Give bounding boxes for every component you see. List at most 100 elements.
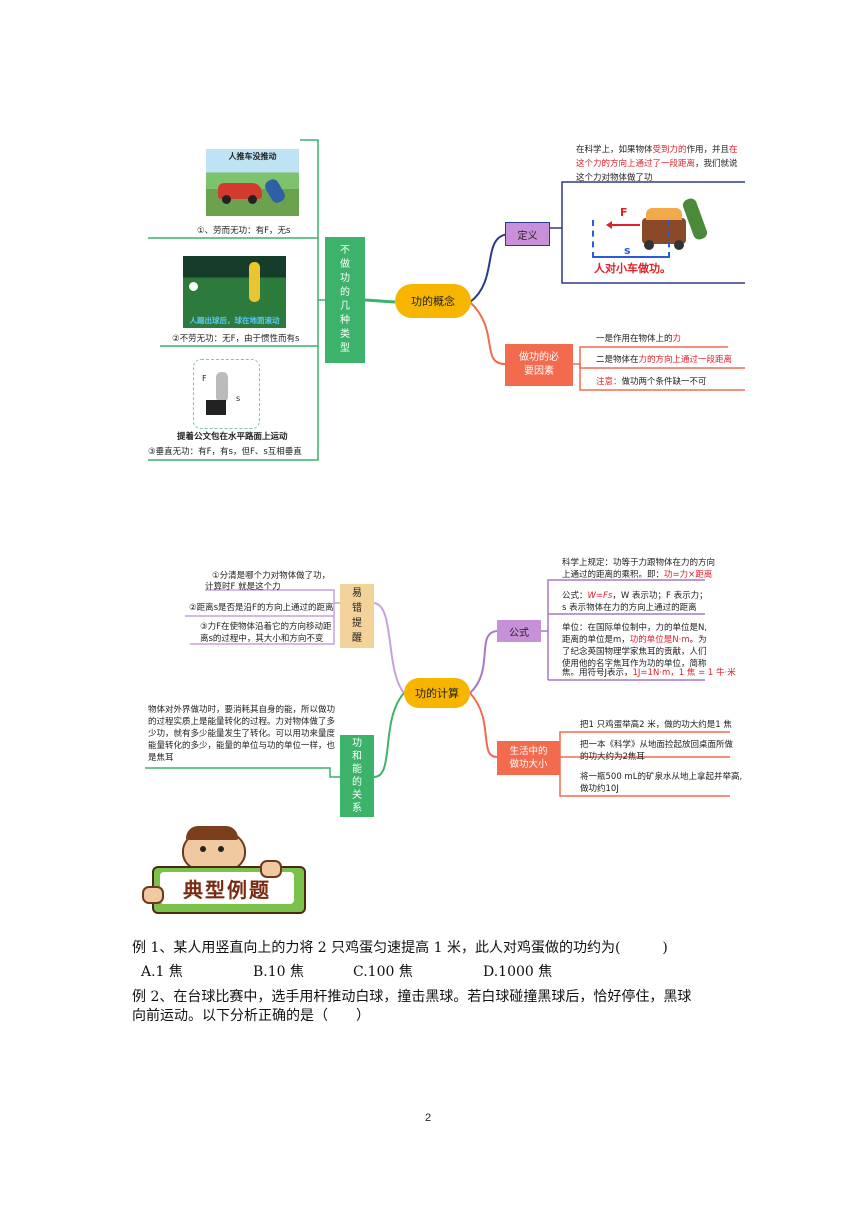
text: ，W 表示功；F 表示力； [612,591,708,601]
definition-text-line2: 这个力的方向上通过了一段距离，我们就说 [576,157,738,171]
text: 做功两个条件缺一不可 [621,377,707,387]
item2-caption: ②不劳无功：无F，由于惯性而有s [172,334,300,344]
distance-line [594,256,668,258]
picture-push-car: 人推车没推动 [206,149,299,216]
ball-shape [189,282,198,291]
rule-line2: 上通过的距离的乘积。即：功=力×距离 [562,568,712,582]
picture-carry-briefcase: F s [193,359,260,429]
briefcase-shape [206,400,226,415]
cartoon-hand [260,860,282,878]
unit-line3: 了纪念英国物理学家焦耳的贡献，人们 [562,647,707,657]
life-example-2-line1: 把一本《科学》从地面捡起放回桌面所做 [580,740,734,750]
definition-text-line1: 在科学上，如果物体受到力的作用，并且在 [576,143,738,157]
text-highlight: 注意： [596,377,622,387]
text-highlight: 力 [672,334,682,344]
node-necessary-factors: 做功的必 要因素 [505,344,573,386]
cartoon-eye [218,846,224,852]
distance-dash-left [592,220,594,258]
text: 二是物体在 [596,355,639,365]
text: 焦。用符号J表示， [562,668,633,678]
rule-line1: 科学上规定：功等于力跟物体在力的方向 [562,558,716,568]
person-shape [262,177,288,205]
cart-load [646,208,682,220]
banner-title: 典型例题 [183,878,271,902]
item3-caption-line2: ③垂直无功：有F，有s，但F、s互相垂直 [148,447,302,457]
mistake-3-line1: ③力F在使物体沿着它的方向移动距 [200,622,332,632]
text: 作用，并且 [686,145,730,155]
option-d: D.1000 焦 [483,964,553,980]
node-formula: 公式 [497,620,541,642]
cart-caption: 人对小车做功。 [594,262,671,275]
example-2-question-line2: 向前运动。以下分析正确的是（ ） [132,1008,370,1024]
picture-kick-ball: 人踢出球后，球在地面滚动 [183,256,286,328]
text: 。为 [689,635,707,645]
unit-line5: 焦。用符号J表示，1J=1N·m，1 焦 = 1 牛·米 [562,666,736,680]
force-label: F [202,374,207,383]
life-example-3-line1: 将一瓶500 mL的矿泉水从地上拿起并举高, [580,772,743,782]
node-definition: 定义 [505,222,550,246]
picture-label: 人推车没推动 [228,152,277,161]
relation-line2: 的过程实质上是能量转化的过程。力对物体做了多 [148,717,336,727]
distance-dash-right [668,220,670,258]
text-highlight: 这个力的方向上通过了一段距离 [576,159,696,169]
distance-label: s [236,394,241,403]
mistake-1-line1: ①分清是哪个力对物体做了功， [212,571,331,581]
person-shape [216,372,228,402]
relation-line5: 是焦耳 [148,753,174,763]
text: 上通过的距离的乘积。即： [562,570,665,580]
cart-body [642,218,686,244]
item3-caption-line1: 提着公文包在水平路面上运动 [177,432,288,442]
text-highlight: W=Fs [587,591,613,601]
force-arrowhead [606,221,612,229]
item1-caption: ①、劳而无功：有F，无s [197,226,291,236]
unit-line2: 距离的单位是m，功的单位是N·m。为 [562,633,707,647]
player-shape [249,262,260,302]
car-wheel [222,195,231,204]
formula-line2: s 表示物体在力的方向上通过的距离 [562,603,697,613]
force-arrow [610,224,640,226]
mistake-3-line2: 离s的过程中，其大小和方向不变 [200,634,324,644]
cartoon-hand [142,886,164,904]
factor-2: 二是物体在力的方向上通过一段距离 [596,353,732,367]
car-wheel [248,195,257,204]
node-common-mistakes: 易 错 提 醒 [340,584,374,648]
typical-examples-banner: 典型例题 [138,826,314,920]
cartoon-hair [186,826,238,840]
option-a: A.1 焦 [141,964,183,980]
factor-1: 一是作用在物体上的力 [596,332,681,346]
text-highlight: 功=力×距离 [664,570,713,580]
center-node-work-calculation: 功的计算 [404,678,470,708]
text-highlight: 功的单位是N·m [629,635,690,645]
example-2-question-line1: 例 2、在台球比赛中，选手用杆推动白球，撞击黑球。若白球碰撞黑球后，恰好停住，黑… [132,989,692,1005]
relation-line4: 能量转化的多少，能量的单位与功的单位一样，也 [148,741,336,751]
life-example-2-line2: 的功大约为2焦耳 [580,752,645,762]
relation-line1: 物体对外界做功时，要消耗其自身的能，所以做功 [148,705,336,715]
picture-label: 人踢出球后，球在地面滚动 [189,316,280,325]
relation-line3: 少功，就有多少能量发生了转化。可以用功来量度 [148,729,336,739]
formula-line1: 公式：W=Fs，W 表示功；F 表示力； [562,589,708,603]
text-highlight: 在 [729,145,738,155]
node-work-in-life: 生活中的 做功大小 [497,741,560,775]
mistake-1-line2: 计算时F 就是这个力 [205,582,281,592]
life-example-3-line2: 做功约10J [580,784,619,794]
definition-text-line3: 这个力对物体做了功 [576,173,653,183]
text: 一是作用在物体上的 [596,334,673,344]
text: 在科学上，如果物体 [576,145,653,155]
cartoon-eye [200,846,206,852]
cart-illustration: F s 人对小车做功。 [580,190,725,278]
cart-wheel [644,240,654,250]
factor-3: 注意：做功两个条件缺一不可 [596,375,707,389]
unit-line4: 使用他的名字焦耳作为功的单位，简称 [562,659,707,669]
text: ，我们就说 [695,159,738,169]
mistake-2: ②距离s是否是沿F的方向上通过的距离 [189,603,334,613]
text-highlight: 1J=1N·m，1 焦 = 1 牛·米 [632,668,736,678]
life-example-1: 把1 只鸡蛋举高2 米，做的功大约是1 焦 [580,720,732,730]
text-highlight: 力的方向上通过一段距离 [638,355,733,365]
text: 距离的单位是m， [562,635,630,645]
cart-wheel [674,240,684,250]
force-label: F [620,206,628,219]
option-b: B.10 焦 [253,964,305,980]
node-no-work-types: 不 做 功 的 几 种 类 型 [325,237,365,363]
